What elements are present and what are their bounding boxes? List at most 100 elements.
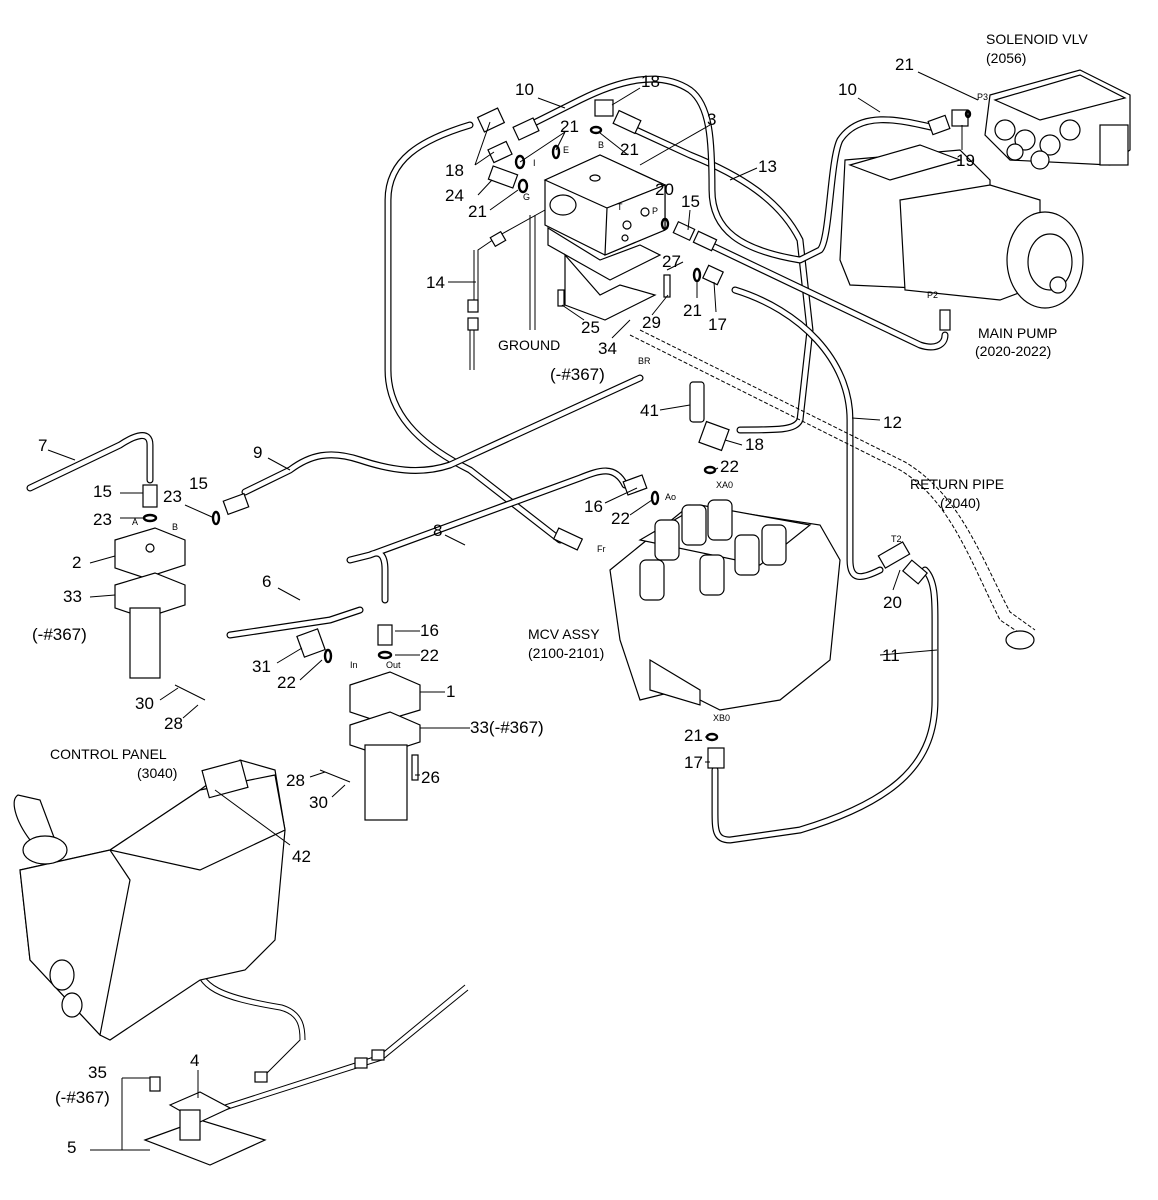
callout-2: 2 [72,553,81,572]
callout-9: 9 [253,443,262,462]
callout-22: 22 [277,673,296,692]
callout-15: 15 [681,192,700,211]
port-p: P [652,206,658,216]
callout-20: 20 [883,593,902,612]
callout-33-serial: 33(-#367) [470,718,544,737]
port-xa0: XA0 [716,480,733,490]
callout-22: 22 [720,457,739,476]
caption-solenoid-valve: SOLENOID VLV [986,31,1088,47]
callout-6: 6 [262,572,271,591]
callout-18: 18 [745,435,764,454]
callout-27: 27 [662,252,681,271]
callout-30: 30 [309,793,328,812]
callout-11: 11 [882,646,900,665]
callout-29: 29 [642,313,661,332]
callout-33-serial: (-#367) [32,625,87,644]
mcv-assy [552,381,929,769]
callout-16: 16 [420,621,439,640]
callout-21: 21 [560,117,579,136]
caption-main-pump: MAIN PUMP [978,325,1057,341]
port-i: I [533,158,536,168]
callout-34: 34 [598,339,617,358]
callout-33: 33 [63,587,82,606]
callout-21: 21 [468,202,487,221]
callout-7: 7 [38,436,47,455]
block-2-assembly [114,484,250,701]
callout-21: 21 [620,140,639,159]
callout-28: 28 [164,714,183,733]
caption-return-pipe-ref: (2040) [940,495,980,511]
return-pipe [629,329,1036,650]
callout-8: 8 [433,521,442,540]
hose-13 [384,121,814,544]
callout-22: 22 [611,509,630,528]
callout-16: 16 [584,497,603,516]
callout-21: 21 [683,301,702,320]
hose-6 [226,606,364,639]
hose-7 [26,432,154,492]
callout-10: 10 [515,80,534,99]
caption-main-pump-ref: (2020-2022) [975,343,1051,359]
ground-wire [529,215,536,330]
callout-18: 18 [445,161,464,180]
callout-5: 5 [67,1138,76,1157]
callout-35-serial: (-#367) [55,1088,110,1107]
callout-20: 20 [655,180,674,199]
port-g: G [523,192,530,202]
port-b-block3: B [598,140,604,150]
caption-control-panel-ref: (3040) [137,765,177,781]
solenoid-valve-2056 [984,69,1131,170]
callout-15: 15 [93,482,112,501]
port-labels: A B I E B G T P BR P3 P2 XA0 Ao Fr T2 In… [132,92,988,723]
port-p2: P2 [927,290,938,300]
hose-10-left [516,75,939,264]
hose-12 [731,286,884,580]
port-p3: P3 [977,92,988,102]
caption-mcv-assy-ref: (2100-2101) [528,645,604,661]
caption-return-pipe: RETURN PIPE [910,476,1004,492]
fittings-top [476,99,972,307]
callout-13: 13 [758,157,777,176]
caption-control-panel: CONTROL PANEL [50,746,167,762]
port-in: In [350,660,358,670]
hose-8 [346,467,629,604]
leader-lines [47,71,979,1151]
callout-34-serial: (-#367) [550,365,605,384]
control-panel-3040 [13,759,286,1041]
port-ao: Ao [665,492,676,502]
port-b: B [172,522,178,532]
port-fr: Fr [597,544,606,554]
callout-12: 12 [883,413,902,432]
port-t: T [617,202,623,212]
port-xb0: XB0 [713,713,730,723]
main-pump [839,144,1084,331]
callout-4: 4 [190,1051,199,1070]
callout-30: 30 [135,694,154,713]
hose-9 [241,374,644,496]
caption-ground: GROUND [498,337,560,353]
callout-10: 10 [838,80,857,99]
callout-25: 25 [581,318,600,337]
callout-28: 28 [286,771,305,790]
callout-31: 31 [252,657,271,676]
valve-block-3 [543,154,667,321]
callout-23: 23 [93,510,112,529]
callout-17: 17 [684,753,703,772]
callout-41: 41 [640,401,659,420]
callout-26: 26 [421,768,440,787]
cable-14 [467,209,546,370]
pedal-assembly [143,1076,267,1166]
port-e: E [563,145,569,155]
hose-to-pump [696,236,949,351]
hose-11 [711,566,939,844]
callout-23: 23 [163,487,182,506]
callout-1: 1 [446,682,455,701]
block-1-assembly [296,624,421,821]
callout-21: 21 [895,55,914,74]
callout-3: 3 [707,110,716,129]
callout-15: 15 [189,474,208,493]
port-out: Out [386,660,401,670]
callout-21: 21 [684,726,703,745]
